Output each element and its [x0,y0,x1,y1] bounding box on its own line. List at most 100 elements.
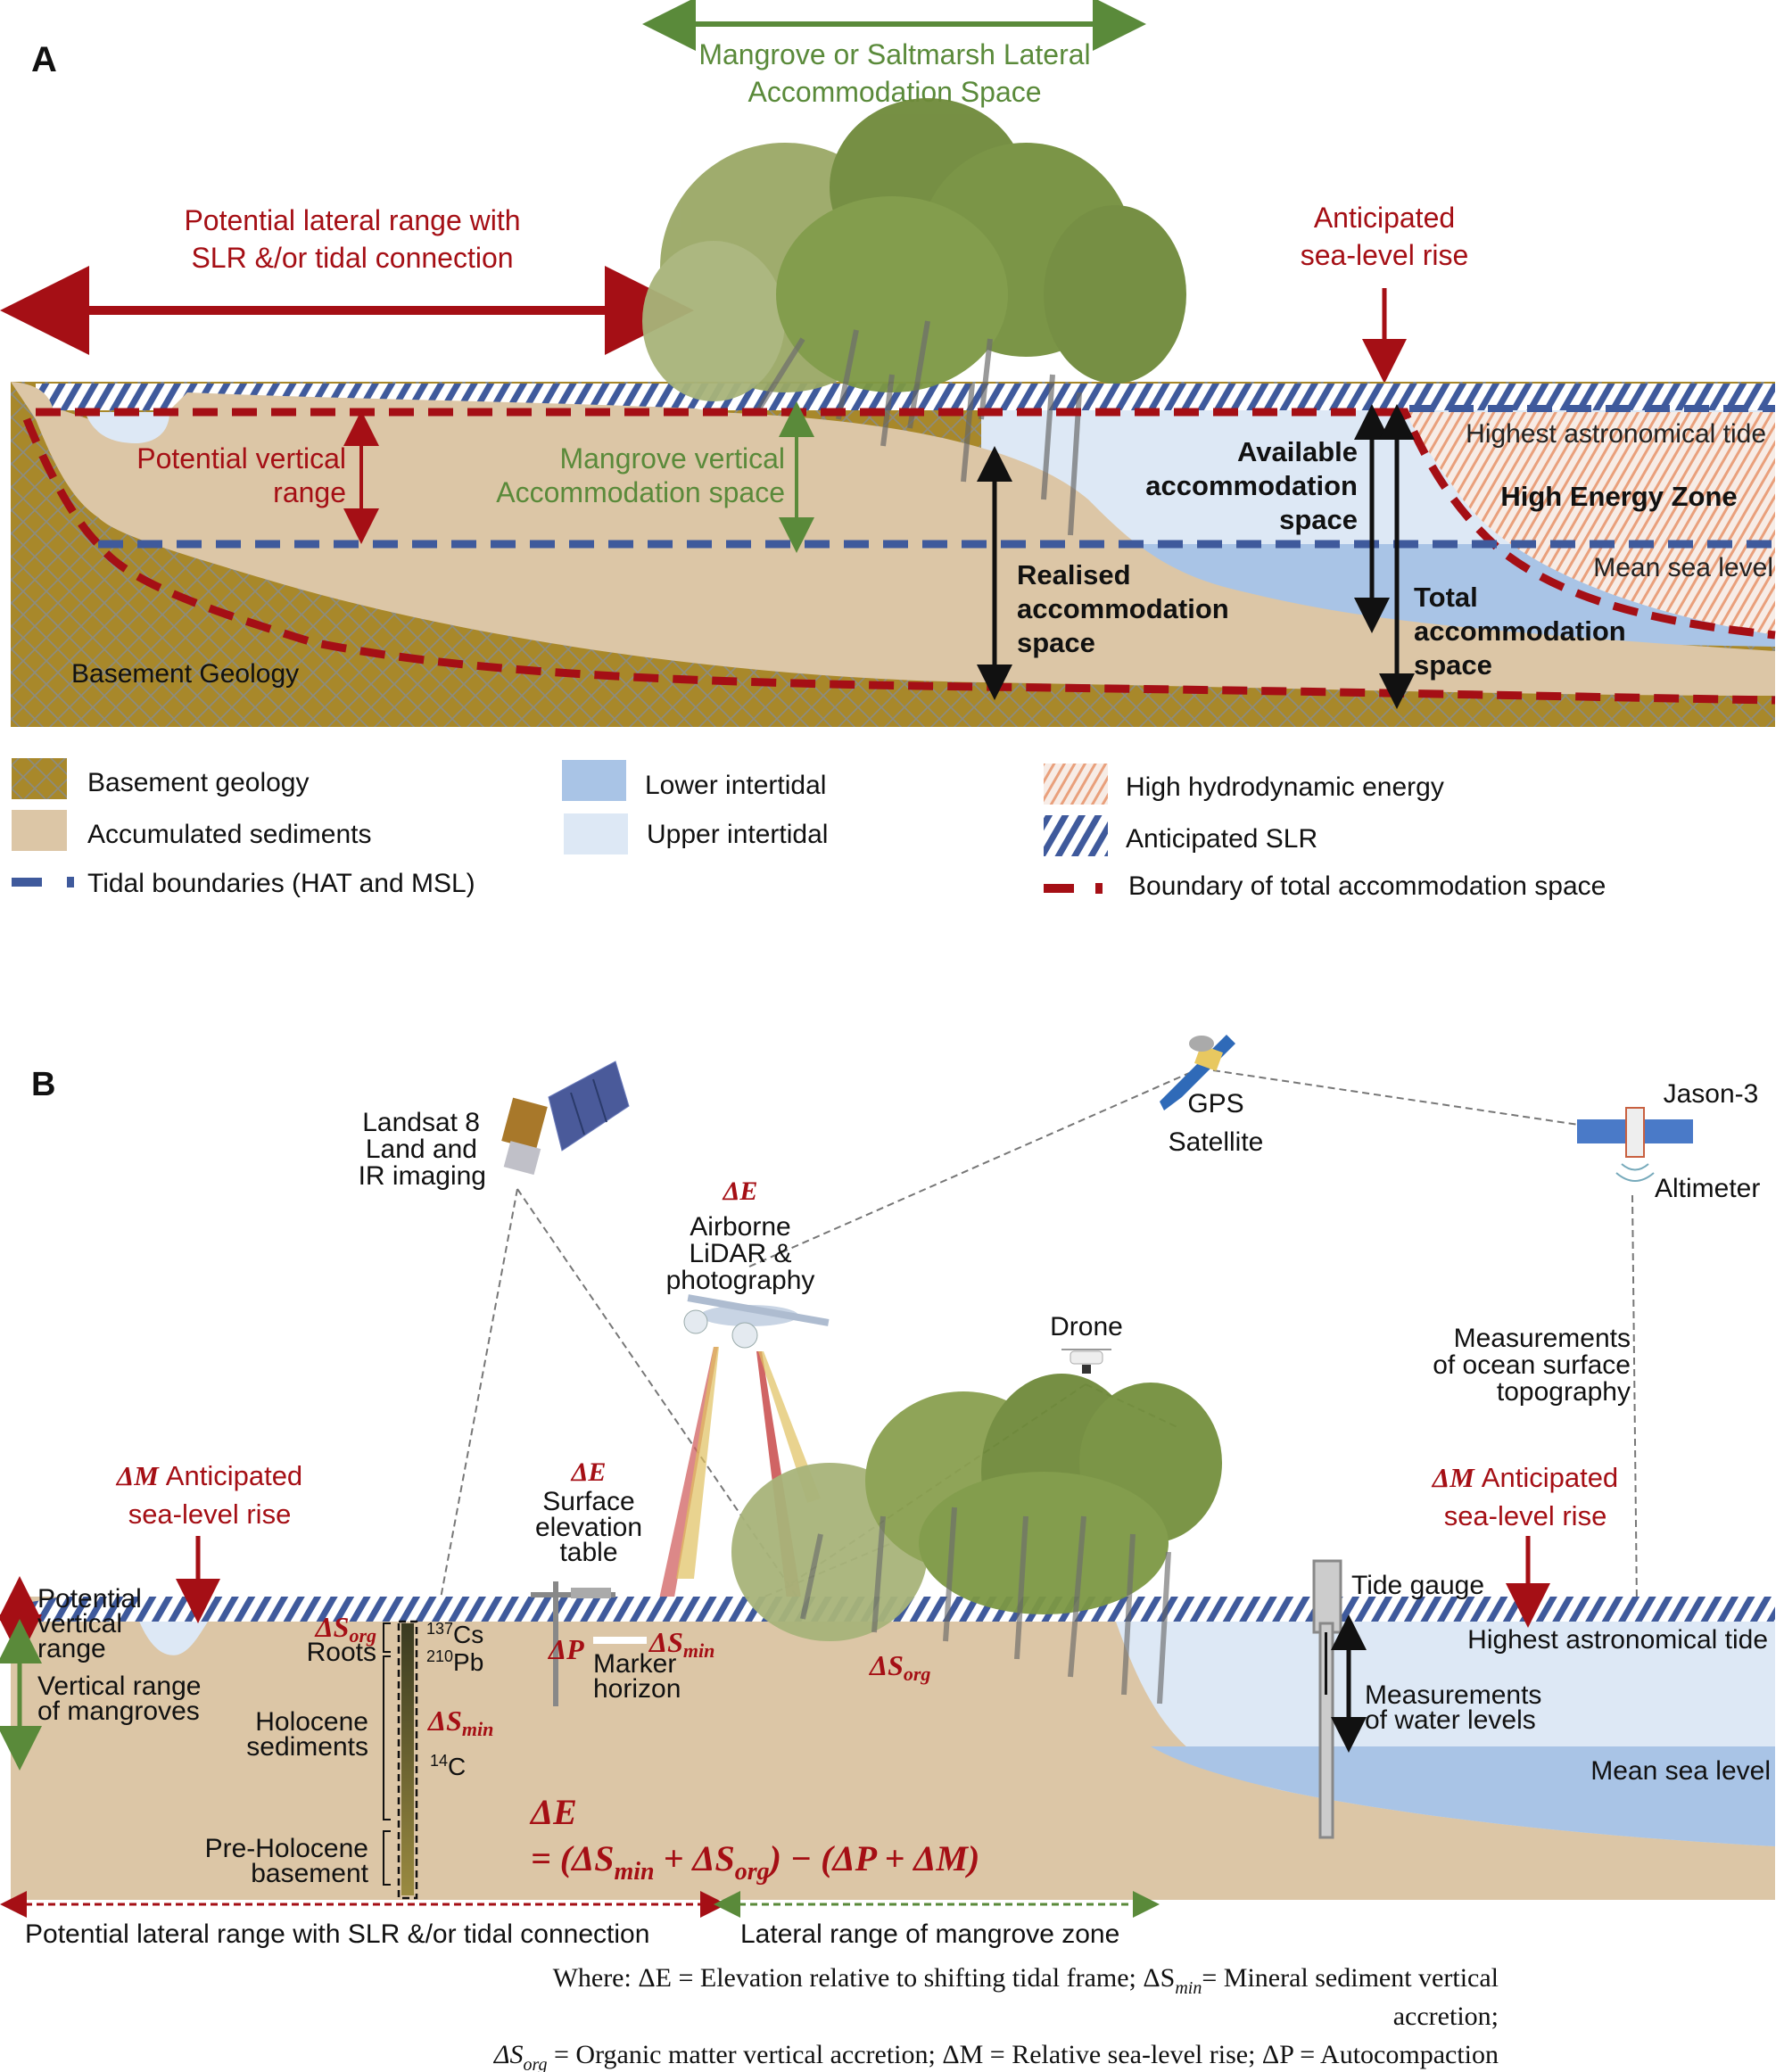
airborne-label-3: photography [666,1266,815,1295]
caption-line-2: accretion; [1393,2002,1499,2031]
pre-holocene-label-1: Pre-Holocene [205,1834,368,1863]
set-label-1: Surface [542,1487,634,1516]
legend-label-high-energy: High hydrodynamic energy [1126,772,1444,802]
legend-label-basement: Basement geology [87,768,310,797]
potential-vertical-label-1: Potential vertical [136,442,346,475]
available-label-3: space [1279,504,1358,535]
tide-gauge-label: Tide gauge [1351,1571,1484,1600]
surface-elevation-table-icon [531,1581,615,1706]
legend-swatch-high-energy [1044,764,1108,805]
panel-b: B Landsat 8 Land and IR imaging [0,1035,1775,1949]
s-org-label-core: ΔSorg [314,1611,376,1647]
caption: Where: ΔE = Elevation relative to shifti… [493,1963,1499,2072]
available-label-1: Available [1237,436,1358,467]
dm-right-label-2: sea-level rise [1444,1500,1607,1531]
landsat-label-3: IR imaging [359,1161,486,1191]
set-label-3: table [559,1538,617,1567]
s-min-label-core: ΔSmin [426,1705,493,1740]
ocean-meas-label-3: topography [1497,1377,1631,1407]
potential-vertical-b-3: range [37,1634,106,1663]
s-min-label-upper: ΔSmin [648,1626,714,1662]
jason3-label: Jason-3 [1664,1079,1759,1109]
caption-line-3: ΔSorg = Organic matter vertical accretio… [493,2040,1499,2072]
legend-swatch-tidal-dot [67,877,74,887]
lidar-beam-red-1 [653,1347,718,1628]
available-label-2: accommodation [1145,470,1358,501]
vertical-mangroves-2: of mangroves [37,1696,200,1726]
equation-rhs: = (ΔSmin + ΔSorg) − (ΔP + ΔM) [531,1838,979,1886]
anticipated-slr-label-2: sea-level rise [1301,239,1469,271]
legend: Basement geology Accumulated sediments T… [12,758,1606,901]
airplane-icon [683,1294,830,1349]
ocean-meas-label-2: of ocean surface [1433,1350,1631,1380]
legend-label-tidal: Tidal boundaries (HAT and MSL) [87,869,475,898]
lidar-beam-yellow-2 [758,1351,821,1503]
altimeter-label: Altimeter [1655,1174,1760,1203]
basement-label: Basement Geology [71,659,299,689]
high-energy-zone [1405,412,1775,635]
tide-gauge-icon [1312,1559,1342,1839]
realised-label-2: accommodation [1017,593,1229,624]
drone-label: Drone [1050,1312,1123,1341]
realised-label-1: Realised [1017,559,1131,590]
caption-line-1: Where: ΔE = Elevation relative to shifti… [553,1963,1499,1998]
pond-b [138,1619,210,1655]
landsat-label-2: Land and [366,1135,477,1164]
pre-holocene-bracket [383,1830,391,1886]
total-label-3: space [1414,649,1492,681]
legend-swatch-boundary-dot [1095,883,1103,894]
legend-swatch-slr [1044,815,1108,856]
potential-vertical-b-1: Potential [37,1584,142,1614]
gps-label-2: Satellite [1169,1127,1264,1157]
gps-label-1: GPS [1187,1089,1243,1119]
landsat-satellite-icon [501,1061,630,1176]
high-energy-label: High Energy Zone [1500,481,1737,512]
hat-label-b: Highest astronomical tide [1467,1625,1768,1655]
set-delta-e: ΔE [571,1457,607,1487]
dm-left-label-2: sea-level rise [128,1498,292,1530]
cs137-label: 137Cs [426,1620,483,1648]
holocene-bracket [383,1655,391,1820]
airborne-label-1: Airborne [690,1212,790,1242]
total-label-1: Total [1414,582,1478,613]
panel-b-label: B [31,1066,55,1103]
marker-horizon-bar [593,1637,647,1644]
legend-label-upper: Upper intertidal [647,820,828,849]
mangrove-vertical-label-2: Accommodation space [496,476,785,508]
jason3-satellite-icon [1577,1107,1693,1182]
legend-swatch-lower [562,760,626,801]
equation-lhs: ΔE [529,1792,577,1832]
mangrove-trees-a [642,98,1186,536]
holocene-label-1: Holocene [255,1707,368,1737]
mangrove-trees-b [731,1374,1222,1705]
msl-label-b: Mean sea level [1590,1756,1771,1786]
legend-label-boundary: Boundary of total accommodation space [1128,871,1606,901]
legend-swatch-tidal-dash [12,878,42,887]
panel-a: A Mangrove or Saltmarsh Lateral Accommod… [0,0,1776,727]
accumulated-sediments-region [11,382,1775,696]
potential-lateral-label-1: Potential lateral range with [184,204,520,236]
lidar-beam-yellow-1 [676,1347,719,1579]
marker-label-1: Marker [593,1649,676,1679]
legend-swatch-boundary-dash [1044,884,1074,893]
gps-satellite-icon [1160,1035,1235,1110]
potential-vertical-b-2: vertical [37,1609,122,1639]
anticipated-slr-label-1: Anticipated [1314,202,1455,234]
msl-label-a: Mean sea level [1593,553,1773,582]
airborne-delta-e: ΔE [723,1176,758,1206]
realised-label-3: space [1017,627,1095,658]
mangrove-lateral-label-1: Mangrove or Saltmarsh Lateral [698,38,1090,70]
legend-label-lower: Lower intertidal [645,771,826,800]
legend-label-slr: Anticipated SLR [1126,824,1317,854]
water-meas-label-1: Measurements [1365,1680,1541,1710]
legend-swatch-sediment [12,810,67,851]
panel-a-label: A [31,40,57,79]
marker-label-2: horizon [593,1674,681,1704]
hat-label-a: Highest astronomical tide [1466,419,1766,449]
airborne-label-2: LiDAR & [689,1239,791,1268]
pond [85,412,169,443]
s-org-label-trees: ΔSorg [868,1649,930,1685]
drone-icon [1061,1349,1111,1374]
